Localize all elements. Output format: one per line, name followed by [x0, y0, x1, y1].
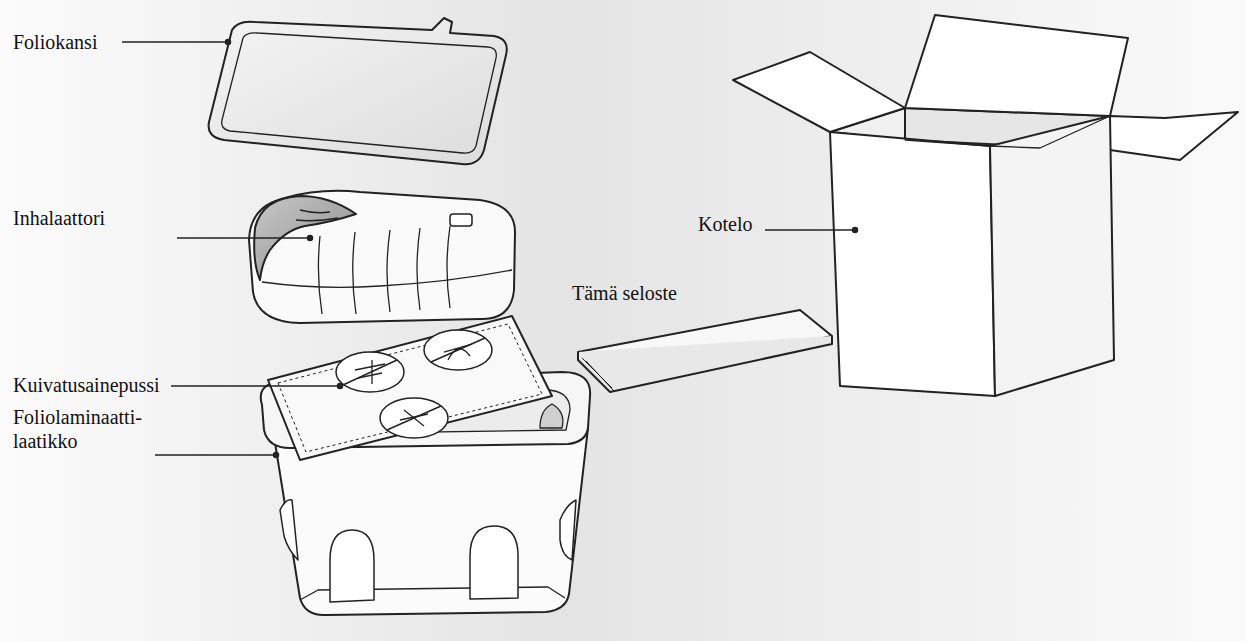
desiccant-sachet: [268, 316, 552, 460]
part-label: Inhalaattori: [13, 206, 213, 230]
leaflet: [578, 310, 832, 392]
inhaler: [249, 191, 515, 323]
carton: [733, 15, 1238, 396]
part-label: Foliokansi: [13, 30, 213, 54]
part-label: Tämä seloste: [572, 281, 772, 305]
part-label: Kotelo: [698, 212, 898, 236]
part-label: Foliolaminaatti- laatikko: [13, 405, 163, 453]
leader-lines: [122, 40, 858, 458]
foil-lid: [209, 18, 507, 164]
part-label: Kuivatusainepussi: [13, 373, 213, 397]
